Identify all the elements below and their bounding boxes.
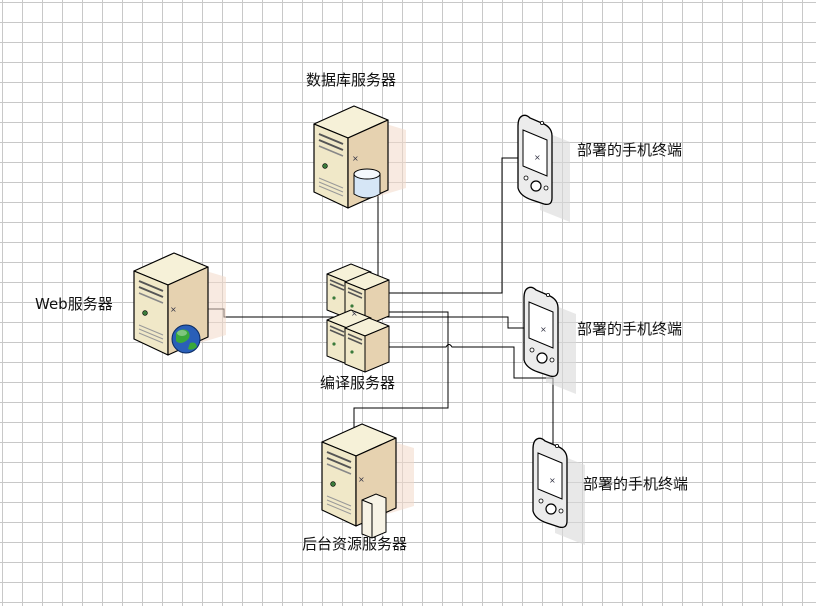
- resource-server-label: 后台资源服务器: [302, 535, 408, 553]
- web-server-label: Web服务器: [35, 295, 113, 313]
- svg-text:×: ×: [351, 309, 358, 318]
- mobile-terminal-label-3: 部署的手机终端: [583, 475, 689, 493]
- mobile-terminal-label-1: 部署的手机终端: [577, 141, 683, 159]
- svg-text:×: ×: [534, 153, 541, 162]
- svg-text:×: ×: [352, 154, 359, 163]
- connector-compile-mobile-3: [386, 344, 554, 480]
- connector-compile-mobile-1: [384, 157, 538, 294]
- globe-icon: [171, 324, 201, 354]
- web-server-icon[interactable]: ×: [133, 252, 227, 356]
- mobile-device-icon[interactable]: ×: [532, 437, 586, 546]
- mobile-device-icon[interactable]: ×: [523, 286, 577, 395]
- mobile-terminal-label-2: 部署的手机终端: [577, 320, 683, 338]
- server-cluster-icon[interactable]: ×: [326, 263, 390, 373]
- database-server-icon[interactable]: ×: [313, 105, 407, 209]
- database-server-label: 数据库服务器: [306, 71, 397, 89]
- file-server-icon[interactable]: ×: [321, 423, 415, 539]
- svg-text:×: ×: [540, 325, 547, 334]
- compile-server-label: 编译服务器: [320, 374, 396, 392]
- svg-text:×: ×: [358, 475, 365, 484]
- svg-text:×: ×: [549, 476, 556, 485]
- mobile-device-icon[interactable]: ×: [517, 114, 571, 223]
- svg-text:×: ×: [170, 305, 177, 314]
